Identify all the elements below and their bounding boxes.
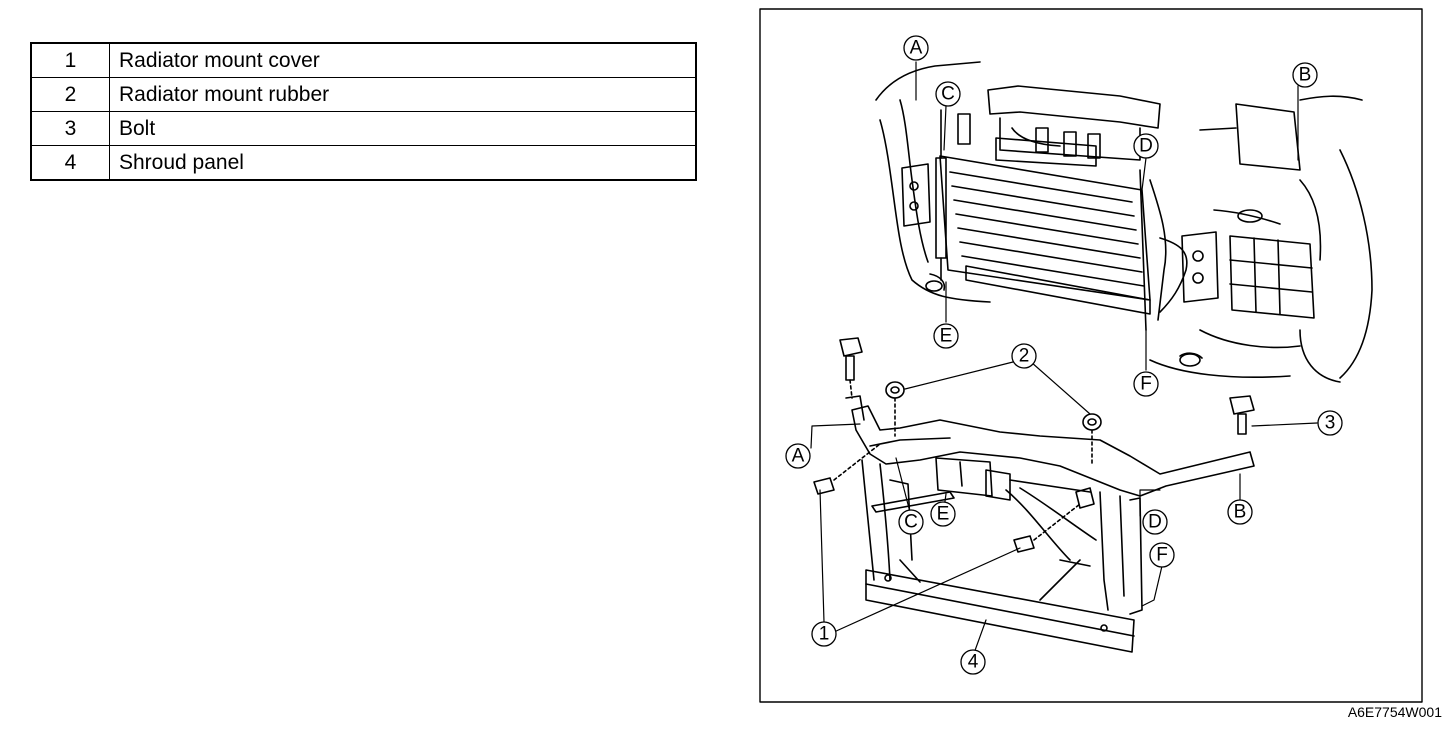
part-number: 3 — [30, 111, 110, 146]
part-number: 4 — [30, 145, 110, 181]
part-description: Shroud panel — [109, 145, 697, 181]
figure-code: A6E7754W001 — [1347, 704, 1442, 720]
location-label-f: F — [1140, 374, 1152, 395]
location-label-b: B — [1234, 502, 1247, 523]
location-label-d: D — [1148, 512, 1162, 533]
location-label-e: E — [937, 504, 950, 525]
vehicle-front-view — [875, 61, 1373, 383]
location-label-c: C — [941, 84, 955, 105]
part-description: Bolt — [109, 111, 697, 146]
callout-1: 1 — [819, 624, 830, 645]
location-label-d: D — [1139, 136, 1153, 157]
callout-3: 3 — [1325, 413, 1336, 434]
location-label-a: A — [792, 446, 805, 467]
shroud-panel-assembly — [813, 337, 1255, 653]
leader-lines — [810, 61, 1318, 657]
table-row: 3 Bolt — [30, 111, 697, 146]
figure-frame — [759, 8, 1423, 703]
location-label-f: F — [1156, 545, 1168, 566]
table-row: 1 Radiator mount cover — [30, 42, 697, 78]
location-label-c: C — [904, 512, 918, 533]
location-label-b: B — [1299, 65, 1312, 86]
location-label-a: A — [910, 38, 923, 59]
parts-legend-table: 1 Radiator mount cover 2 Radiator mount … — [30, 42, 697, 181]
callout-4: 4 — [968, 652, 979, 673]
table-row: 4 Shroud panel — [30, 145, 697, 181]
part-description: Radiator mount cover — [109, 42, 697, 78]
location-label-e: E — [940, 326, 953, 347]
callout-2: 2 — [1019, 346, 1030, 367]
